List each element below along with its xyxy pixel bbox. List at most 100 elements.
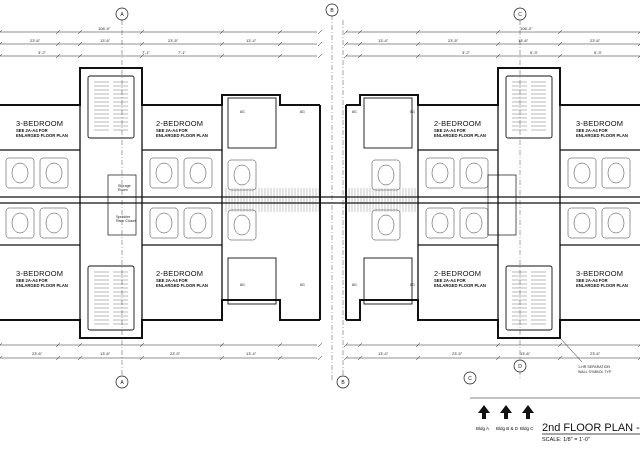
dim-bot-1: 23'-6" bbox=[32, 351, 43, 356]
svg-text:ENLARGED FLOOR PLAN: ENLARGED FLOOR PLAN bbox=[434, 283, 486, 288]
dimension-tick bbox=[415, 355, 421, 361]
svg-text:Room: Room bbox=[118, 188, 128, 192]
dimension-tick bbox=[357, 342, 363, 348]
dimension-tick bbox=[415, 53, 421, 59]
sheet-scale: SCALE: 1/8" = 1'-0" bbox=[542, 437, 590, 443]
bathroom-fixture bbox=[601, 207, 631, 239]
dimension-tick bbox=[343, 41, 349, 47]
room-2br-top-right-mid: 2-BEDROOM bbox=[434, 119, 481, 128]
bldg-bd-label: Bldg B & D bbox=[496, 426, 519, 431]
grid-bubble-bottom-d bbox=[513, 359, 527, 373]
svg-text:8G: 8G bbox=[410, 283, 415, 287]
dimension-tick bbox=[77, 53, 83, 59]
dimension-tick bbox=[637, 357, 640, 361]
bathroom-fixture bbox=[5, 207, 35, 239]
dimension-tick bbox=[317, 342, 323, 348]
fixture-basin bbox=[45, 162, 63, 184]
bathroom-fixture bbox=[567, 157, 597, 189]
corridor-hatch bbox=[225, 188, 416, 212]
dimension-tick bbox=[0, 355, 3, 359]
fixtures bbox=[5, 157, 631, 241]
dimension-tick bbox=[55, 29, 61, 35]
dim-small-5: 5'-3" bbox=[530, 50, 539, 55]
building-key-icon bbox=[522, 405, 534, 419]
svg-text:B: B bbox=[330, 8, 334, 14]
fixture-basin bbox=[189, 212, 207, 234]
svg-text:8G: 8G bbox=[410, 110, 415, 114]
grid-bubble-bottom-b bbox=[336, 375, 350, 389]
dimension-tick bbox=[0, 29, 3, 33]
separation-note: 1-HR SEPARATION WALL SYMBOL TYP bbox=[559, 337, 612, 374]
svg-text:C: C bbox=[518, 12, 522, 18]
bathroom-fixture bbox=[371, 209, 401, 241]
svg-text:1-HR SEPARATION: 1-HR SEPARATION bbox=[578, 365, 610, 369]
svg-text:8G: 8G bbox=[352, 283, 357, 287]
dimension-tick bbox=[343, 53, 349, 59]
dimension-ticks bbox=[0, 29, 640, 361]
dimension-tick bbox=[317, 53, 323, 59]
svg-text:8G: 8G bbox=[240, 110, 245, 114]
svg-text:A: A bbox=[120, 12, 124, 18]
grid-bubble-top-c bbox=[513, 7, 527, 21]
dimension-tick bbox=[277, 53, 283, 59]
dimension-tick bbox=[77, 342, 83, 348]
room-3br-top-left: 3-BEDROOM bbox=[16, 119, 63, 128]
dimension-tick bbox=[343, 355, 349, 361]
svg-text:WALL SYMBOL TYP: WALL SYMBOL TYP bbox=[578, 370, 612, 374]
dim-bot-2: 13'-6" bbox=[100, 351, 111, 356]
dim-top-4: 13'-4" bbox=[246, 38, 257, 43]
dimension-tick bbox=[219, 41, 225, 47]
dimension-tick bbox=[557, 53, 563, 59]
fixture-basin bbox=[377, 164, 395, 186]
dim-top-2: 13'-6" bbox=[100, 38, 111, 43]
bathroom-fixture bbox=[371, 159, 401, 191]
bathroom-fixture bbox=[183, 157, 213, 189]
fixture-basin bbox=[607, 212, 625, 234]
title-block: Bldg A Bldg B & D Bldg C 2nd FLOOR PLAN … bbox=[470, 397, 640, 443]
dimension-tick bbox=[219, 53, 225, 59]
svg-text:8G: 8G bbox=[352, 110, 357, 114]
dim-small-4: 3'-2" bbox=[462, 50, 471, 55]
dimension-tick bbox=[219, 29, 225, 35]
dimension-tick bbox=[343, 342, 349, 348]
dimension-tick bbox=[495, 53, 501, 59]
fixture-basin bbox=[233, 214, 251, 236]
dimension-tick bbox=[77, 29, 83, 35]
svg-text:8G: 8G bbox=[300, 110, 305, 114]
top-dimensions: 23'-6" 13'-6" 23'-5" 13'-4" 13'-4" 23'-5… bbox=[30, 26, 603, 55]
top-dimension-strings bbox=[0, 31, 640, 359]
dimension-tick bbox=[277, 41, 283, 47]
dimension-tick bbox=[495, 342, 501, 348]
dimension-tick bbox=[139, 355, 145, 361]
core-labels: Storage Room Sprinkler Riser Closet bbox=[107, 174, 517, 236]
fixture-basin bbox=[573, 212, 591, 234]
dimension-tick bbox=[219, 355, 225, 361]
grid-bubble-top-a bbox=[115, 7, 129, 21]
dimension-tick bbox=[317, 29, 323, 35]
svg-text:ENLARGED FLOOR PLAN: ENLARGED FLOOR PLAN bbox=[16, 133, 68, 138]
svg-text:ENLARGED FLOOR PLAN: ENLARGED FLOOR PLAN bbox=[576, 133, 628, 138]
dimension-tick bbox=[139, 342, 145, 348]
dimension-tick bbox=[317, 41, 323, 47]
dimension-tick bbox=[557, 342, 563, 348]
dim-bot-8: 23'-6" bbox=[590, 351, 601, 356]
dim-small-6: 5'-3" bbox=[594, 50, 603, 55]
room-labels: 3-BEDROOM SEE 2A-A4 FOR ENLARGED FLOOR P… bbox=[16, 119, 628, 288]
building-key-icons bbox=[478, 405, 534, 419]
svg-text:Sprinkler: Sprinkler bbox=[116, 215, 131, 219]
fixture-basin bbox=[465, 162, 483, 184]
dimension-tick bbox=[637, 43, 640, 47]
dimension-tick bbox=[139, 29, 145, 35]
svg-text:D: D bbox=[518, 364, 522, 370]
dimension-tick bbox=[357, 53, 363, 59]
svg-text:B: B bbox=[341, 380, 345, 386]
bathroom-fixture bbox=[149, 207, 179, 239]
dimension-tick bbox=[55, 355, 61, 361]
building-key-icon bbox=[500, 405, 512, 419]
svg-text:SEE 2A-A4 FOR: SEE 2A-A4 FOR bbox=[434, 128, 466, 133]
dimension-tick bbox=[415, 29, 421, 35]
dim-bot-4: 13'-4" bbox=[246, 351, 257, 356]
dim-overall-left: 106'-0" bbox=[98, 26, 111, 31]
dim-top-5: 13'-4" bbox=[378, 38, 389, 43]
dimension-tick bbox=[415, 41, 421, 47]
